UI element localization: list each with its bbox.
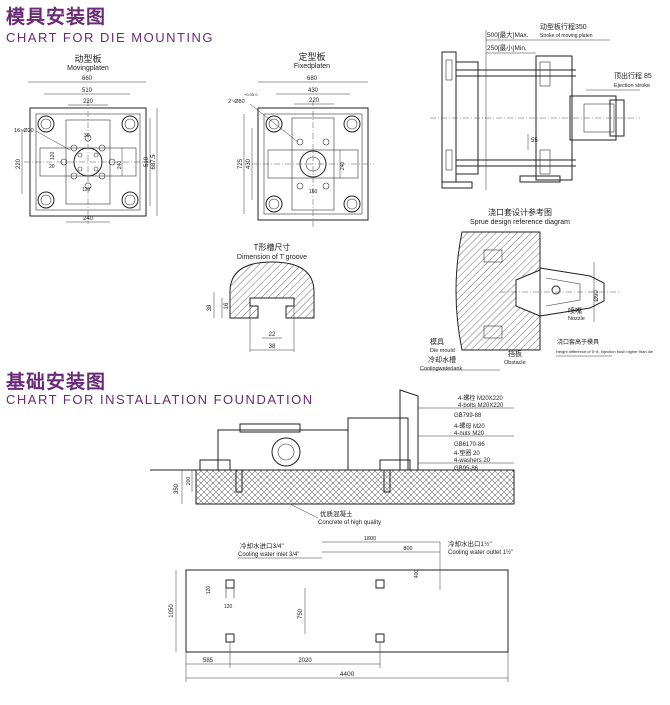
std1: GB799-88 <box>454 413 482 419</box>
fixed-dim-725: 725 <box>238 158 244 169</box>
outlet-cn: 冷却水出口1½" <box>448 539 493 548</box>
moving-dim-240: 240 <box>83 216 94 222</box>
fixed-dim-680: 680 <box>307 76 318 82</box>
fixed-platen-drawing: 定型板 Fixedplaten 680 430 220 2~Ø80 +0.05 … <box>228 51 374 228</box>
sprue-diagram: 浇口套设计参考图 Sprue design reference diagram … <box>420 207 654 372</box>
die-mould-en: Die mould <box>430 348 455 354</box>
dim-800: 800 <box>403 546 412 552</box>
nozzle-en: Nozzle <box>568 316 585 322</box>
moving-dim-660: 660 <box>82 76 93 82</box>
min-label: 250[最小]Min. <box>487 43 527 52</box>
sprue-dia: Ø90 <box>594 290 600 302</box>
die-mould-cn: 模具 <box>430 337 444 346</box>
moving-platen-label-en: Movingplaten <box>67 65 109 72</box>
t-groove-dim-38h: 38 <box>207 304 213 311</box>
height-diff-en: Height difference of 5~8, Injection bush… <box>556 349 654 354</box>
bolts-en: 4-bolts M20X220 <box>458 403 504 409</box>
fixed-dim-160: 160 <box>309 189 318 195</box>
fixed-platen-label-cn: 定型板 <box>298 51 325 62</box>
t-groove-label-en: Dimension of T groove <box>237 254 307 261</box>
nozzle-cn: 喷嘴 <box>568 306 582 315</box>
t-groove-dim-38w: 38 <box>269 344 276 350</box>
obstacle-en: Obstacle <box>504 360 526 366</box>
plan-view: 冷却水进口3/4" Cooling water inlet 3/4" 冷却水出口… <box>169 536 513 682</box>
t-groove-dim-22: 22 <box>269 332 276 338</box>
dim-4400: 4400 <box>340 671 355 678</box>
concrete-cn: 优质混凝土 <box>320 509 353 518</box>
dim-2020: 2020 <box>298 658 312 664</box>
t-groove-label-cn: T形槽尺寸 <box>254 242 291 252</box>
washers-label: 4-垫圈 20 <box>454 449 480 457</box>
ejection-label: 顶出行程 85 <box>614 71 652 80</box>
moving-dim-h240: 240 <box>117 161 123 170</box>
moving-stroke-en: Stroke of moving platen <box>540 33 593 39</box>
t-groove-drawing: T形槽尺寸 Dimension of T groove 38 16 22 38 <box>207 242 315 352</box>
fixed-platen-label-en: Fixedplaten <box>294 63 330 70</box>
cooling-en: Coolingwaterlank <box>420 366 462 372</box>
nuts-en: 4-nuts M20 <box>454 431 485 437</box>
dim-400: 400 <box>414 570 420 579</box>
moving-dim-h510: 510 <box>144 156 150 167</box>
die-mounting-title-en: CHART FOR DIE MOUNTING <box>6 30 215 45</box>
fixed-dim-430: 430 <box>308 88 319 94</box>
dim-585: 585 <box>203 658 214 664</box>
t-groove-dim-16: 16 <box>224 302 230 309</box>
moving-dim-20: 20 <box>49 164 55 170</box>
std3: GB95-86 <box>454 466 479 472</box>
dim-55: 55 <box>531 138 538 144</box>
moving-holes-label: 16~Ø20 <box>14 128 34 134</box>
moving-dim-510: 510 <box>82 88 93 94</box>
moving-dim-120a: 120 <box>82 187 91 193</box>
nuts-label: 4-螺母 M20 <box>454 422 485 430</box>
dim-1800: 1800 <box>364 536 376 542</box>
foundation-h350: 350 <box>174 483 180 494</box>
fixed-dim-h430: 430 <box>246 158 252 169</box>
fixed-hole-tol: +0.05 0 <box>244 92 258 97</box>
dim-750: 750 <box>298 608 304 619</box>
outlet-en: Cooling water outlet 1½" <box>448 549 513 556</box>
moving-dim-h687: 687.5 <box>151 154 157 170</box>
dim-1050: 1050 <box>169 604 175 618</box>
moving-stroke-label: 动型板行程350 <box>540 22 587 31</box>
fixed-dim-220: 220 <box>309 98 320 104</box>
moving-platen-label-cn: 动型板 <box>74 53 101 64</box>
cooling-cn: 冷却水槽 <box>428 355 456 364</box>
moving-dim-120b: 120 <box>50 151 56 160</box>
foundation-title-en: CHART FOR INSTALLATION FOUNDATION <box>6 392 314 407</box>
foundation-title-cn: 基础安装图 <box>6 371 107 393</box>
std2: GB6170-86 <box>454 442 485 448</box>
concrete-en: Concrete of high quality <box>318 520 381 526</box>
dim-120b: 120 <box>224 604 233 610</box>
obstacle-cn: 挡板 <box>508 349 522 358</box>
dim-120a: 120 <box>206 586 212 595</box>
sprue-label-en: Sprue design reference diagram <box>470 219 570 226</box>
sprue-label-cn: 浇口套设计参考图 <box>488 207 552 217</box>
bolts-label: 4-螺栓 M20X220 <box>458 394 503 402</box>
fixed-dim-240: 240 <box>340 162 346 171</box>
moving-dim-220: 220 <box>83 99 94 105</box>
moving-dim-h220: 220 <box>16 158 22 169</box>
moving-dim-30: 30 <box>84 133 90 139</box>
ejection-en: Ejection stroke <box>614 83 650 89</box>
foundation-section: 350 200 优质混凝土 Concrete of high quality 4… <box>150 389 515 526</box>
moving-platen-drawing: 动型板 Movingplaten 660 510 220 16~Ø20 <box>14 53 158 224</box>
max-label: 500[最大]Max. <box>487 30 529 39</box>
washers-en: 4-washers 20 <box>454 458 491 464</box>
fixed-hole-label: 2~Ø80 <box>228 99 245 105</box>
height-diff-cn: 浇口套高于模具 <box>557 338 599 346</box>
die-mounting-title-cn: 模具安装图 <box>6 6 107 28</box>
inlet-en: Cooling water inlet 3/4" <box>238 552 300 558</box>
stroke-side-view: 动型板行程350 Stroke of moving platen 500[最大]… <box>430 22 652 190</box>
foundation-h200: 200 <box>186 477 192 486</box>
inlet-cn: 冷却水进口3/4" <box>240 541 285 550</box>
